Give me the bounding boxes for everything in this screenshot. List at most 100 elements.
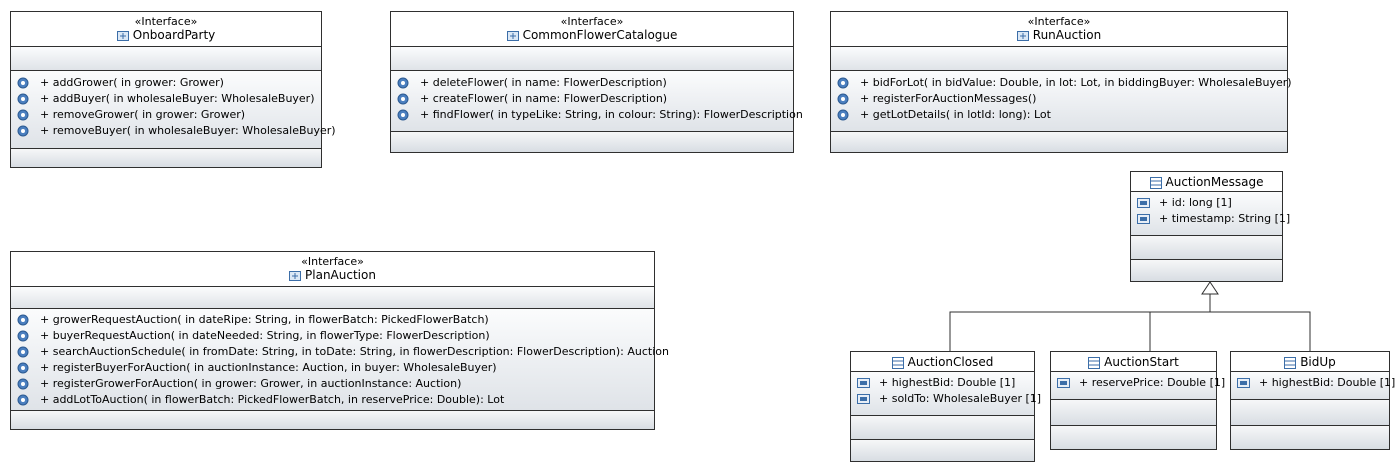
attributes-compartment: + highestBid: Double [1] + soldTo: Whole… xyxy=(851,372,1041,416)
operation-row[interactable]: + deleteFlower( in name: FlowerDescripti… xyxy=(391,75,793,91)
extra-compartment xyxy=(391,132,793,152)
class-auctionmessage[interactable]: AuctionMessage + id: long [1] + timestam… xyxy=(1130,171,1290,282)
interface-planauction[interactable]: «Interface» PlanAuction + growerRequestA… xyxy=(10,251,669,430)
operation-row[interactable]: + getLotDetails( in lotId: long): Lot xyxy=(831,107,1287,123)
operation-gear-icon xyxy=(397,77,409,89)
interface-header: «Interface» CommonFlowerCatalogue xyxy=(391,12,793,47)
attribute-icon xyxy=(1237,378,1250,388)
operation-row[interactable]: + createFlower( in name: FlowerDescripti… xyxy=(391,91,793,107)
operation-row[interactable]: + removeBuyer( in wholesaleBuyer: Wholes… xyxy=(11,123,336,139)
attribute-row[interactable]: + timestamp: String [1] xyxy=(1131,211,1290,227)
operation-row[interactable]: + findFlower( in typeLike: String, in co… xyxy=(391,107,803,123)
class-title: AuctionStart xyxy=(1051,352,1216,370)
operations-compartment xyxy=(1231,400,1389,426)
attribute-icon xyxy=(857,378,870,388)
class-auctionstart[interactable]: AuctionStart + reservePrice: Double [1] xyxy=(1050,351,1225,450)
operation-gear-icon xyxy=(17,330,29,342)
extra-compartment xyxy=(11,411,654,429)
class-title: AuctionMessage xyxy=(1131,172,1282,190)
operation-gear-icon xyxy=(17,346,29,358)
class-bidup[interactable]: BidUp + highestBid: Double [1] xyxy=(1230,351,1395,450)
interface-icon xyxy=(1016,30,1029,41)
attribute-row[interactable]: + highestBid: Double [1] xyxy=(851,375,1034,391)
extra-compartment xyxy=(1051,426,1216,449)
operation-gear-icon xyxy=(17,109,29,121)
operation-row[interactable]: + bidForLot( in bidValue: Double, in lot… xyxy=(831,75,1292,91)
attribute-icon xyxy=(1137,198,1150,208)
interface-title: RunAuction xyxy=(831,28,1287,43)
interface-icon xyxy=(506,30,519,41)
operation-gear-icon xyxy=(17,362,29,374)
operation-gear-icon xyxy=(397,109,409,121)
operations-compartment: + growerRequestAuction( in dateRipe: Str… xyxy=(11,309,669,411)
class-name: AuctionClosed xyxy=(907,355,994,369)
operation-gear-icon xyxy=(17,93,29,105)
operation-row[interactable]: + searchAuctionSchedule( in fromDate: St… xyxy=(11,344,669,360)
operations-compartment: + addGrower( in grower: Grower) + addBuy… xyxy=(11,71,336,149)
class-header: AuctionStart xyxy=(1051,352,1216,372)
operations-compartment xyxy=(1131,236,1282,260)
class-header: AuctionClosed xyxy=(851,352,1034,372)
operation-gear-icon xyxy=(17,125,29,137)
class-name: AuctionMessage xyxy=(1165,175,1264,189)
interface-onboardparty[interactable]: «Interface» OnboardParty + addGrower( in… xyxy=(10,11,336,168)
operation-row[interactable]: + removeGrower( in grower: Grower) xyxy=(11,107,321,123)
operation-gear-icon xyxy=(837,77,849,89)
class-name: AuctionStart xyxy=(1104,355,1179,369)
class-auctionclosed[interactable]: AuctionClosed + highestBid: Double [1] +… xyxy=(850,351,1041,462)
attribute-icon xyxy=(1057,378,1070,388)
interface-name: OnboardParty xyxy=(132,28,216,42)
operation-row[interactable]: + addBuyer( in wholesaleBuyer: Wholesale… xyxy=(11,91,321,107)
operations-compartment: + bidForLot( in bidValue: Double, in lot… xyxy=(831,71,1292,132)
operation-row[interactable]: + registerBuyerForAuction( in auctionIns… xyxy=(11,360,654,376)
class-icon xyxy=(1088,356,1101,369)
class-icon xyxy=(891,356,904,369)
interface-icon xyxy=(289,270,302,281)
class-title: AuctionClosed xyxy=(851,352,1034,370)
interface-commonflowercatalogue[interactable]: «Interface» CommonFlowerCatalogue + dele… xyxy=(390,11,803,153)
interface-header: «Interface» RunAuction xyxy=(831,12,1287,47)
operation-row[interactable]: + growerRequestAuction( in dateRipe: Str… xyxy=(11,312,654,328)
edge-auctionclosed-to-auctionmessage xyxy=(949,311,1210,351)
extra-compartment xyxy=(11,149,321,167)
attribute-row[interactable]: + soldTo: WholesaleBuyer [1] xyxy=(851,391,1041,407)
operations-compartment xyxy=(1051,400,1216,426)
operation-gear-icon xyxy=(397,93,409,105)
operations-compartment xyxy=(851,416,1034,440)
attribute-row[interactable]: + id: long [1] xyxy=(1131,195,1282,211)
class-icon xyxy=(1284,356,1297,369)
stereotype-label: «Interface» xyxy=(134,15,198,28)
interface-title: CommonFlowerCatalogue xyxy=(391,28,793,43)
class-name: BidUp xyxy=(1300,355,1336,369)
interface-runauction[interactable]: «Interface» RunAuction + bidForLot( in b… xyxy=(830,11,1292,153)
interface-title: OnboardParty xyxy=(11,28,321,43)
interface-title: PlanAuction xyxy=(11,268,654,283)
interface-header: «Interface» PlanAuction xyxy=(11,252,654,287)
operation-gear-icon xyxy=(17,378,29,390)
operation-row[interactable]: + registerForAuctionMessages() xyxy=(831,91,1287,107)
operation-row[interactable]: + buyerRequestAuction( in dateNeeded: St… xyxy=(11,328,654,344)
operation-gear-icon xyxy=(17,394,29,406)
interface-header: «Interface» OnboardParty xyxy=(11,12,321,47)
stereotype-label: «Interface» xyxy=(560,15,624,28)
attributes-compartment xyxy=(391,47,793,71)
class-header: AuctionMessage xyxy=(1131,172,1282,192)
attributes-compartment xyxy=(831,47,1287,71)
attribute-row[interactable]: + reservePrice: Double [1] xyxy=(1051,375,1225,391)
attribute-row[interactable]: + highestBid: Double [1] xyxy=(1231,375,1395,391)
class-icon xyxy=(1149,176,1162,189)
extra-compartment xyxy=(831,132,1287,152)
operation-gear-icon xyxy=(17,314,29,326)
operation-row[interactable]: + addGrower( in grower: Grower) xyxy=(11,75,321,91)
edge-bidup-to-auctionmessage xyxy=(1210,311,1311,351)
operation-row[interactable]: + addLotToAuction( in flowerBatch: Picke… xyxy=(11,392,654,408)
attribute-icon xyxy=(857,394,870,404)
interface-icon xyxy=(116,30,129,41)
operation-row[interactable]: + registerGrowerForAuction( in grower: G… xyxy=(11,376,654,392)
attributes-compartment: + id: long [1] + timestamp: String [1] xyxy=(1131,192,1290,236)
generalization-arrowhead xyxy=(1201,281,1219,295)
attributes-compartment: + reservePrice: Double [1] xyxy=(1051,372,1225,400)
extra-compartment xyxy=(1231,426,1389,449)
stereotype-label: «Interface» xyxy=(301,255,364,268)
